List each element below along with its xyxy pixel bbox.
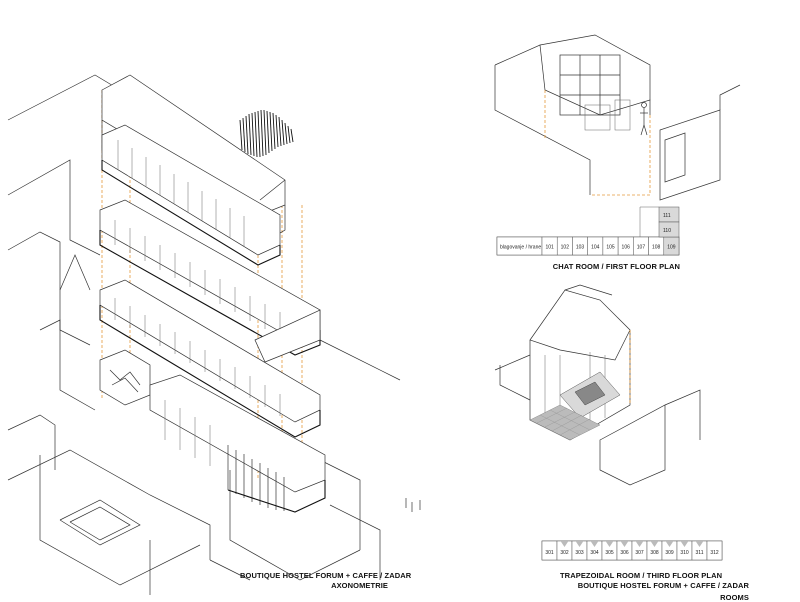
- room-label-304: 304: [590, 550, 599, 556]
- room-312: [706, 540, 723, 561]
- ground-floor-cafe: [149, 374, 326, 513]
- second-floor-level: [99, 199, 321, 363]
- room-label-312: 312: [710, 550, 719, 556]
- room-label-104: 104: [591, 245, 600, 251]
- rooms-caption: ROOMS: [720, 593, 749, 602]
- room-label-301: 301: [545, 550, 554, 556]
- wedge-wall: [560, 541, 569, 547]
- third-floor-plan: 301 302 303 304 305 306 307 308 309 310 311 312: [541, 540, 723, 561]
- room-label-305: 305: [605, 550, 614, 556]
- wedge-wall: [650, 541, 659, 547]
- chat-room-caption: CHAT ROOM / FIRST FLOOR PLAN: [552, 262, 680, 271]
- first-floor-plan: blagovanje / hrane 101 102 103 104 105 106 107…: [496, 206, 680, 256]
- third-floor-level: [101, 124, 281, 266]
- room-label-105: 105: [606, 245, 615, 251]
- room-label-108: 108: [652, 245, 661, 251]
- wedge-wall: [620, 541, 629, 547]
- first-floor-rooms: 101 102 103 104 105 106 107 108 109: [541, 236, 680, 256]
- room-label-302: 302: [560, 550, 569, 556]
- hostel-title-caption: BOUTIQUE HOSTEL FORUM + CAFFE / ZADAR: [577, 581, 749, 590]
- room-label-309: 309: [665, 550, 674, 556]
- wedge-wall: [695, 541, 704, 547]
- dining-label: blagovanje / hrane: [500, 245, 541, 251]
- room-label-111: 111: [663, 213, 671, 219]
- axono-sub-caption: AXONOMETRIE: [331, 581, 388, 590]
- checker-floor: [529, 404, 601, 441]
- first-floor-level: [99, 279, 321, 438]
- trap-room-caption: TRAPEZOIDAL ROOM / THIRD FLOOR PLAN: [560, 571, 723, 580]
- wedge-wall: [680, 541, 689, 547]
- wedge-wall: [665, 541, 674, 547]
- room-label-307: 307: [635, 550, 644, 556]
- stair-tower: [99, 349, 151, 406]
- wedge-wall: [575, 541, 584, 547]
- room-label-303: 303: [575, 550, 584, 556]
- room-label-306: 306: [620, 550, 629, 556]
- trapezoidal-room-axonometric: [494, 284, 701, 486]
- axono-title-caption: BOUTIQUE HOSTEL FORUM + CAFFE / ZADAR: [240, 571, 412, 580]
- room-label-311: 311: [696, 550, 704, 556]
- room-label-103: 103: [576, 245, 585, 251]
- room-label-107: 107: [637, 245, 646, 251]
- wedge-wall: [635, 541, 644, 547]
- axonometric-drawing: [7, 74, 401, 595]
- room-label-101: 101: [545, 245, 554, 251]
- wedge-wall: [605, 541, 614, 547]
- hatched-sculpture: [239, 109, 294, 158]
- scale-marks: [405, 498, 421, 512]
- room-label-110: 110: [663, 228, 671, 234]
- room-label-106: 106: [622, 245, 631, 251]
- room-110: [658, 221, 680, 238]
- chat-room-axonometric: [494, 34, 741, 201]
- third-floor-rooms: 301 302 303 304 305 306 307 308 309 310 311 312: [541, 540, 723, 561]
- wedge-wall: [590, 541, 599, 547]
- room-label-109: 109: [667, 245, 676, 251]
- room-label-310: 310: [680, 550, 689, 556]
- room-label-102: 102: [561, 245, 570, 251]
- human-figure: [640, 102, 648, 136]
- room-label-308: 308: [650, 550, 659, 556]
